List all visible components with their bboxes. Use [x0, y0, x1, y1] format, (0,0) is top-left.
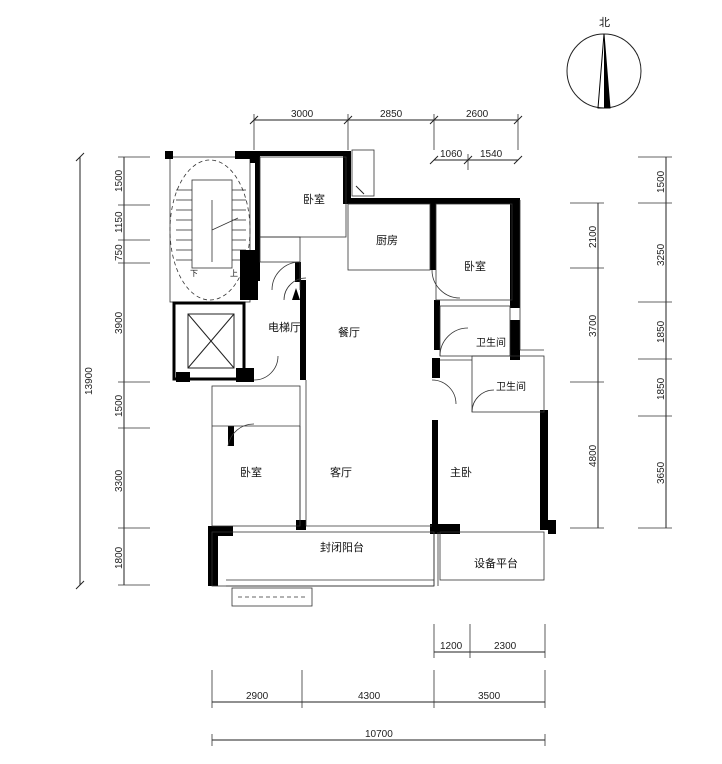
- dim-top-1540: 1540: [480, 149, 503, 160]
- dim-bottom-1200: 1200: [440, 641, 463, 652]
- dim-right-3650: 3650: [656, 461, 667, 484]
- dim-right-3700: 3700: [588, 314, 599, 337]
- door-swings: [227, 261, 495, 447]
- bottom-dimensions: 1200 2300 2900 4300 3500 10700: [211, 624, 546, 746]
- dim-bottom-3500: 3500: [478, 691, 501, 702]
- walls: [165, 151, 556, 586]
- dim-bottom-2900: 2900: [246, 691, 269, 702]
- room-platform: 设备平台: [474, 556, 518, 570]
- stairs-up-label: 上: [230, 269, 238, 278]
- elevator: [172, 301, 246, 381]
- room-master: 主卧: [450, 466, 472, 479]
- room-living: 客厅: [330, 465, 352, 479]
- staircase: 下 上: [169, 156, 251, 303]
- room-dining: 餐厅: [338, 325, 360, 339]
- room-bedroom-right: 卧室: [464, 259, 486, 273]
- dim-bottom-2300: 2300: [494, 641, 517, 652]
- dim-top-1060: 1060: [440, 149, 463, 160]
- north-compass: 北: [566, 16, 642, 109]
- compass-north-label: 北: [599, 16, 610, 29]
- dim-right-3250: 3250: [656, 243, 667, 266]
- dim-left-3300: 3300: [114, 469, 125, 492]
- dim-left-1800: 1800: [114, 546, 125, 569]
- room-elevator-hall: 电梯厅: [268, 321, 301, 334]
- dim-right-1500: 1500: [656, 170, 667, 193]
- dim-left-750: 750: [114, 244, 125, 261]
- room-labels: 卧室 厨房 卧室 电梯厅 餐厅 卫生间 卫生间 卧室 客厅 主卧 封闭阳台 设备…: [240, 192, 526, 570]
- dim-top-2600: 2600: [466, 109, 489, 120]
- dim-left-1500: 1500: [114, 169, 125, 192]
- dim-left-3900: 3900: [114, 311, 125, 334]
- room-balcony: 封闭阳台: [320, 540, 364, 554]
- compass-needle-fill: [604, 34, 610, 108]
- thin-walls: [211, 149, 545, 607]
- dim-right-1850b: 1850: [656, 377, 667, 400]
- left-dimensions: 13900 1500 1150 750 3900 1500 3300 1800: [75, 152, 150, 590]
- room-bath-2: 卫生间: [496, 380, 526, 393]
- stairs-down-label: 下: [190, 269, 198, 278]
- top-dimensions: 3000 2850 2600 1060 1540: [249, 109, 523, 170]
- dim-left-total: 13900: [84, 367, 95, 395]
- dim-bottom-4300: 4300: [358, 691, 381, 702]
- room-bedroom-left: 卧室: [240, 465, 262, 479]
- dim-left-1500b: 1500: [114, 394, 125, 417]
- right-dimensions: 2100 3700 4800 1500 3250 1850 1850 3650: [570, 156, 672, 529]
- dim-right-2100: 2100: [588, 225, 599, 248]
- dim-top-2850: 2850: [380, 109, 403, 120]
- dim-right-1850: 1850: [656, 320, 667, 343]
- dim-top-3000: 3000: [291, 109, 314, 120]
- dim-left-1150: 1150: [114, 211, 125, 233]
- dim-right-4800: 4800: [588, 444, 599, 467]
- room-bedroom-top: 卧室: [303, 192, 325, 206]
- dim-bottom-total: 10700: [365, 729, 393, 740]
- room-bath-1: 卫生间: [476, 336, 506, 349]
- room-kitchen: 厨房: [376, 234, 398, 247]
